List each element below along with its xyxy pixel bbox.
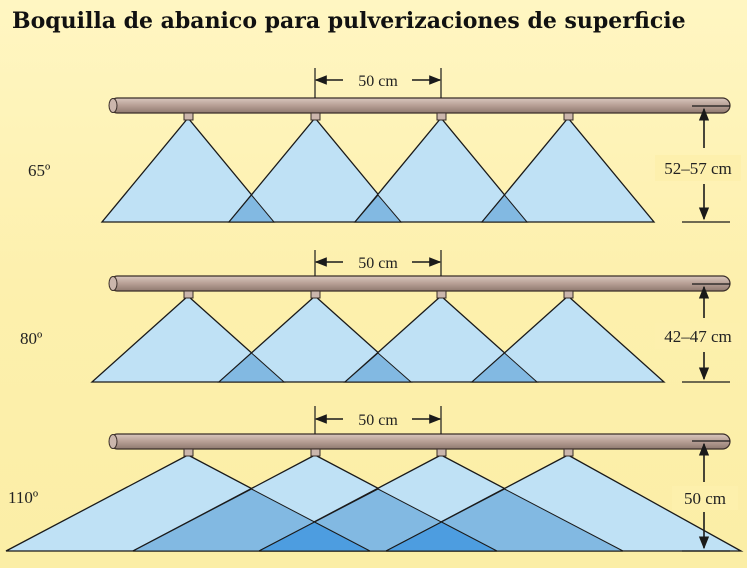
spray-boom-pipe-end <box>108 98 118 113</box>
overlap-zone <box>217 352 286 383</box>
spray-boom-pipe-end <box>108 276 118 291</box>
height-label: 52–57 cm <box>664 159 732 178</box>
spray-fans <box>100 116 656 223</box>
spray-fan <box>90 295 286 383</box>
height-label: 50 cm <box>684 489 726 508</box>
nozzle <box>563 112 574 121</box>
height-label: 42–47 cm <box>664 327 732 346</box>
diagram-title: Boquilla de abanico para pulverizaciones… <box>12 8 686 34</box>
nozzle <box>183 112 194 121</box>
spray-fan <box>227 116 403 223</box>
row-80-deg: 50 cm 80º 42–47 cm <box>20 250 741 383</box>
nozzle <box>310 290 321 299</box>
overlap-double-zone <box>258 521 371 552</box>
spray-fan <box>217 295 413 383</box>
overlap-zone <box>353 194 403 223</box>
spray-fan <box>480 116 656 223</box>
spray-fan <box>343 295 539 383</box>
nozzle <box>563 448 574 457</box>
spray-fan <box>100 116 276 223</box>
spray-fans <box>90 295 666 383</box>
spray-boom-pipe <box>109 275 731 292</box>
nozzle <box>183 290 194 299</box>
overlap-zone <box>470 352 539 383</box>
row-65-deg: 50 cm 65º 52–57 cm <box>28 68 741 223</box>
spacing-label: 50 cm <box>358 73 398 90</box>
angle-label: 110º <box>8 488 38 507</box>
spacing-label: 50 cm <box>358 255 398 272</box>
nozzle <box>436 448 447 457</box>
spray-fan <box>470 295 666 383</box>
spray-boom-pipe-end <box>108 434 118 449</box>
nozzle <box>310 112 321 121</box>
spacing-label: 50 cm <box>358 412 398 429</box>
nozzle <box>436 290 447 299</box>
spray-fan <box>353 116 529 223</box>
nozzle <box>310 448 321 457</box>
spray-fans <box>5 454 744 552</box>
spray-boom-pipe <box>109 97 731 114</box>
angle-label: 80º <box>20 329 42 348</box>
overlap-double-zone <box>385 521 498 552</box>
nozzle <box>563 290 574 299</box>
nozzle <box>436 112 447 121</box>
overlap-zone <box>343 352 413 383</box>
angle-label: 65º <box>28 161 50 180</box>
spray-boom-pipe <box>109 433 731 450</box>
row-110-deg: 50 cm 110º 50 cm <box>5 406 744 552</box>
nozzle <box>183 448 194 457</box>
overlap-zone <box>227 194 276 223</box>
overlap-zone <box>480 194 529 223</box>
